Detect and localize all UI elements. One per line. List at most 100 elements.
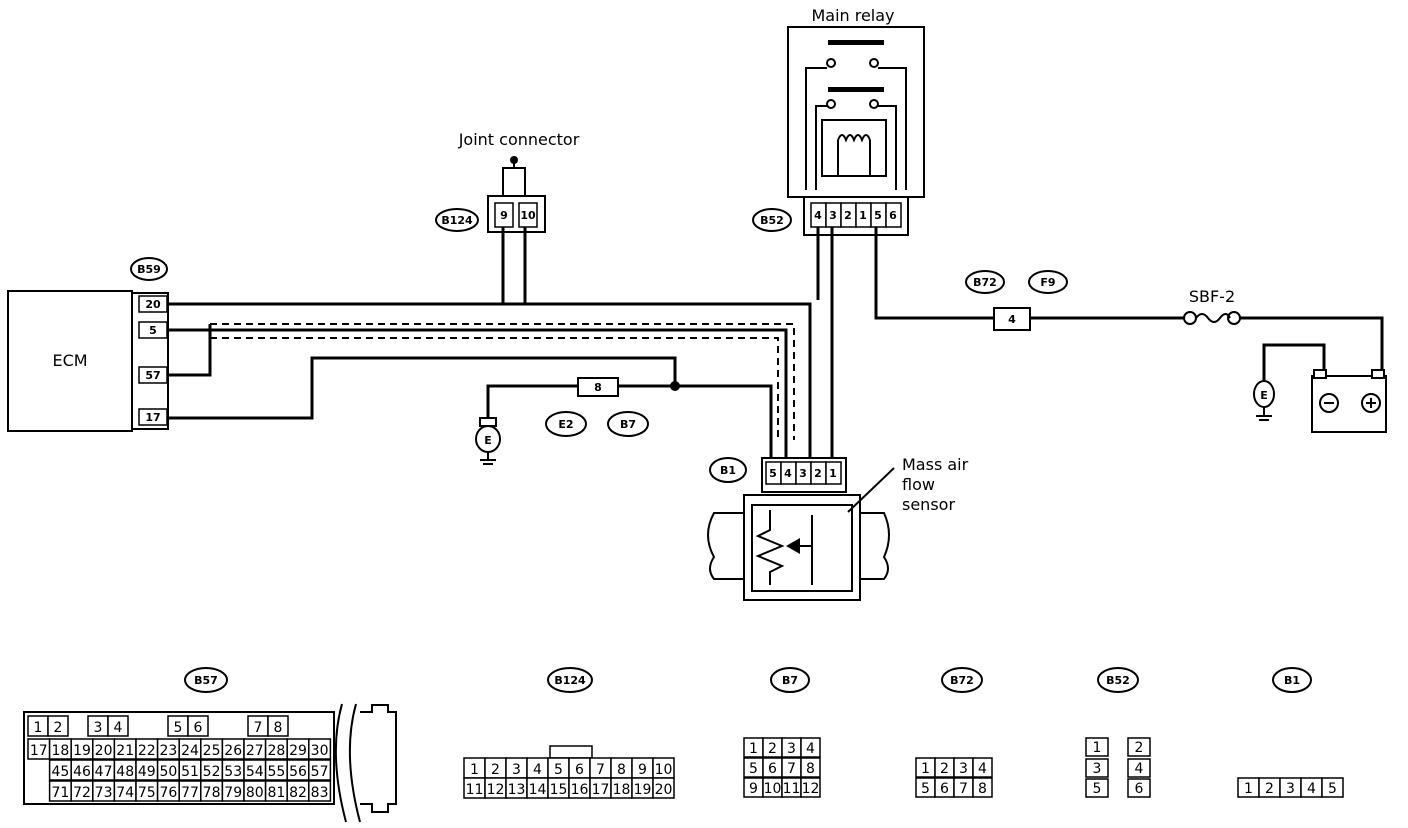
b57-row3-pin-57: 57	[308, 759, 332, 781]
b57-row1-pin-8: 8	[267, 715, 289, 737]
inline-connector-b72	[993, 307, 1031, 331]
connector-tag-b59: B59	[130, 257, 168, 281]
svg-text:30: 30	[311, 743, 329, 759]
svg-text:2: 2	[491, 762, 500, 778]
b57-row1-pin-4: 4	[107, 715, 129, 737]
b72-row2-pin-7: 7	[953, 777, 974, 798]
svg-text:2: 2	[768, 741, 777, 757]
joint-pin-10: 10	[518, 202, 538, 228]
svg-text:20: 20	[95, 743, 113, 759]
b57-row3-pin-49: 49	[135, 759, 159, 781]
b124-row1-pin-5: 5	[547, 757, 570, 779]
svg-text:13: 13	[508, 782, 526, 798]
svg-text:4: 4	[114, 720, 123, 736]
svg-text:5: 5	[874, 209, 882, 222]
svg-text:53: 53	[224, 764, 242, 780]
svg-text:76: 76	[159, 785, 177, 801]
battery	[1311, 369, 1387, 433]
svg-text:7: 7	[596, 762, 605, 778]
svg-text:5: 5	[749, 761, 758, 777]
svg-text:4: 4	[814, 209, 822, 222]
b72-row1-pin-4: 4	[972, 757, 993, 778]
main-relay-box	[787, 26, 925, 198]
svg-text:10: 10	[520, 209, 536, 222]
svg-text:3: 3	[959, 761, 968, 777]
b57-row1-pin-6: 6	[187, 715, 209, 737]
svg-text:B124: B124	[441, 214, 473, 227]
ecm-label: ECM	[52, 351, 87, 370]
b124-row1-pin-1: 1	[463, 757, 486, 779]
ecm-pin-57: 57	[138, 366, 168, 384]
svg-text:5: 5	[554, 762, 563, 778]
svg-text:14: 14	[529, 782, 547, 798]
relay-contacts	[805, 40, 907, 190]
svg-text:3: 3	[787, 741, 796, 757]
b7-row2-pin-7: 7	[781, 757, 802, 778]
svg-text:2: 2	[940, 761, 949, 777]
b72-pin-4: 4	[1008, 313, 1016, 326]
b57-row2-pin-26: 26	[221, 738, 245, 760]
svg-text:4: 4	[806, 741, 815, 757]
svg-text:26: 26	[224, 743, 242, 759]
svg-text:18: 18	[51, 743, 69, 759]
svg-text:29: 29	[289, 743, 307, 759]
joint-connector-label: Joint connector	[458, 130, 580, 149]
b57-row3-pin-55: 55	[264, 759, 288, 781]
svg-text:7: 7	[959, 781, 968, 797]
b57-row3-pin-56: 56	[286, 759, 310, 781]
svg-text:12: 12	[802, 781, 820, 797]
b57-row2-pin-24: 24	[178, 738, 202, 760]
svg-text:8: 8	[617, 762, 626, 778]
svg-text:12: 12	[487, 782, 505, 798]
b7-row3-pin-9: 9	[743, 777, 764, 798]
b57-row4-pin-81: 81	[264, 780, 288, 802]
svg-text:56: 56	[289, 764, 307, 780]
connector-tag-b7: B7	[607, 411, 649, 437]
svg-text:54: 54	[246, 764, 264, 780]
b57-row2-pin-19: 19	[70, 738, 94, 760]
relay-pin-1: 1	[855, 202, 872, 228]
svg-text:6: 6	[768, 761, 777, 777]
b57-row3-pin-46: 46	[70, 759, 94, 781]
svg-text:52: 52	[203, 764, 221, 780]
ground-battery: E	[1253, 380, 1275, 421]
b57-row3-pin-48: 48	[113, 759, 137, 781]
b72-row2-pin-5: 5	[915, 777, 936, 798]
b124-row1-pin-4: 4	[526, 757, 549, 779]
b7-row3-pin-10: 10	[762, 777, 783, 798]
svg-text:5: 5	[921, 781, 930, 797]
maf-label-line1: Mass air	[902, 455, 969, 474]
svg-text:15: 15	[550, 782, 568, 798]
b124-row2-pin-15: 15	[547, 777, 570, 799]
svg-text:23: 23	[159, 743, 177, 759]
relay-pin-2: 2	[840, 202, 857, 228]
svg-text:B72: B72	[973, 276, 997, 289]
svg-text:27: 27	[246, 743, 264, 759]
svg-text:B59: B59	[137, 263, 161, 276]
svg-text:3: 3	[1286, 781, 1295, 797]
b7-pin-8: 8	[594, 381, 602, 394]
b124-row2-pin-13: 13	[505, 777, 528, 799]
main-relay-label: Main relay	[811, 6, 894, 25]
svg-text:21: 21	[116, 743, 134, 759]
svg-text:3: 3	[799, 467, 807, 480]
b7-row3-pin-11: 11	[781, 777, 802, 798]
svg-text:20: 20	[145, 298, 161, 311]
b57-row3-pin-50: 50	[156, 759, 180, 781]
b57-row2-pin-29: 29	[286, 738, 310, 760]
svg-text:1: 1	[829, 467, 837, 480]
svg-text:82: 82	[289, 785, 307, 801]
b57-row2-pin-23: 23	[156, 738, 180, 760]
svg-text:8: 8	[978, 781, 987, 797]
svg-text:11: 11	[466, 782, 484, 798]
b57-row2-pin-22: 22	[135, 738, 159, 760]
svg-text:51: 51	[181, 764, 199, 780]
b124-row2-pin-19: 19	[631, 777, 654, 799]
relay-pins: 4 3 2 1 5 6	[810, 202, 902, 228]
svg-text:4: 4	[1135, 761, 1144, 777]
